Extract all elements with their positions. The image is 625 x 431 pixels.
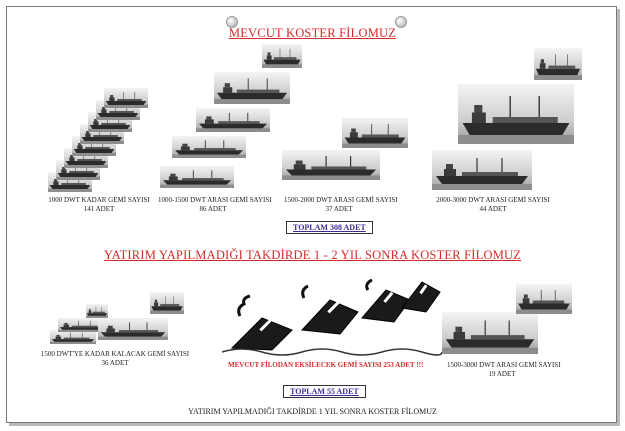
caption-bottom-1: 1500 DWT'YE KADAR KALACAK GEMİ SAYISI 36… <box>40 350 190 368</box>
caption-line: 1000 DWT KADAR GEMİ SAYISI <box>48 196 150 204</box>
caption-count: 86 ADET <box>199 205 227 213</box>
caption-line: 1500 DWT'YE KADAR KALACAK GEMİ SAYISI <box>40 350 190 358</box>
caption-group-3: 1500-2000 DWT ARASI GEMİ SAYISI 37 ADET <box>284 196 398 214</box>
ship-photo <box>432 150 532 190</box>
ship-photo <box>104 88 148 108</box>
ship-photo <box>442 312 538 354</box>
ship-photo <box>172 136 246 158</box>
ship-photo <box>160 166 234 188</box>
ship-photo <box>58 318 104 332</box>
ship-photo <box>50 330 96 344</box>
ship-photo <box>150 292 184 314</box>
total-bottom-badge: TOPLAM 55 ADET <box>283 385 366 398</box>
ship-photo <box>282 150 380 180</box>
caption-line: 1500-3000 DWT ARASI GEMİ SAYISI <box>447 361 561 369</box>
ship-photo <box>86 304 108 318</box>
sinking-ships-illustration <box>222 278 442 356</box>
caption-group-1: 1000 DWT KADAR GEMİ SAYISI 141 ADET <box>44 196 154 214</box>
ship-photo <box>262 44 302 68</box>
caption-group-4: 2000-3000 DWT ARASI GEMİ SAYISI 44 ADET <box>433 196 553 214</box>
caption-count: 36 ADET <box>101 359 129 367</box>
ship-photo <box>516 284 572 314</box>
caption-group-2: 1000-1500 DWT ARASI GEMİ SAYISI 86 ADET <box>158 196 272 214</box>
caption-count: 19 ADET <box>488 370 516 378</box>
section-title: YATIRIM YAPILMADIĞI TAKDİRDE 1 - 2 YIL S… <box>103 248 522 262</box>
ship-photo <box>342 118 408 148</box>
ship-photo <box>534 48 582 80</box>
pushpin-icon <box>395 16 407 28</box>
caption-line: 1000-1500 DWT ARASI GEMİ SAYISI <box>158 196 272 204</box>
caption-count: 141 ADET <box>83 205 115 213</box>
caption-count: 37 ADET <box>325 205 353 213</box>
footer-caption: YATIRIM YAPILMADIĞI TAKDİRDE 1 YIL SONRA… <box>188 407 437 416</box>
total-top-badge: TOPLAM 308 ADET <box>286 221 373 234</box>
caption-bottom-2: 1500-3000 DWT ARASI GEMİ SAYISI 19 ADET <box>447 361 561 379</box>
ship-photo <box>214 72 290 104</box>
caption-line: 1500-2000 DWT ARASI GEMİ SAYISI <box>284 196 398 204</box>
ship-photo <box>98 318 168 340</box>
ship-photo <box>458 84 574 144</box>
caption-line: 2000-3000 DWT ARASI GEMİ SAYISI <box>436 196 550 204</box>
loss-text: MEVCUT FİLODAN EKSİLECEK GEMİ SAYISI 253… <box>228 361 424 369</box>
page-title: MEVCUT KOSTER FİLOMUZ <box>228 26 397 40</box>
caption-count: 44 ADET <box>479 205 507 213</box>
pushpin-icon <box>226 16 238 28</box>
ship-photo <box>196 108 270 132</box>
